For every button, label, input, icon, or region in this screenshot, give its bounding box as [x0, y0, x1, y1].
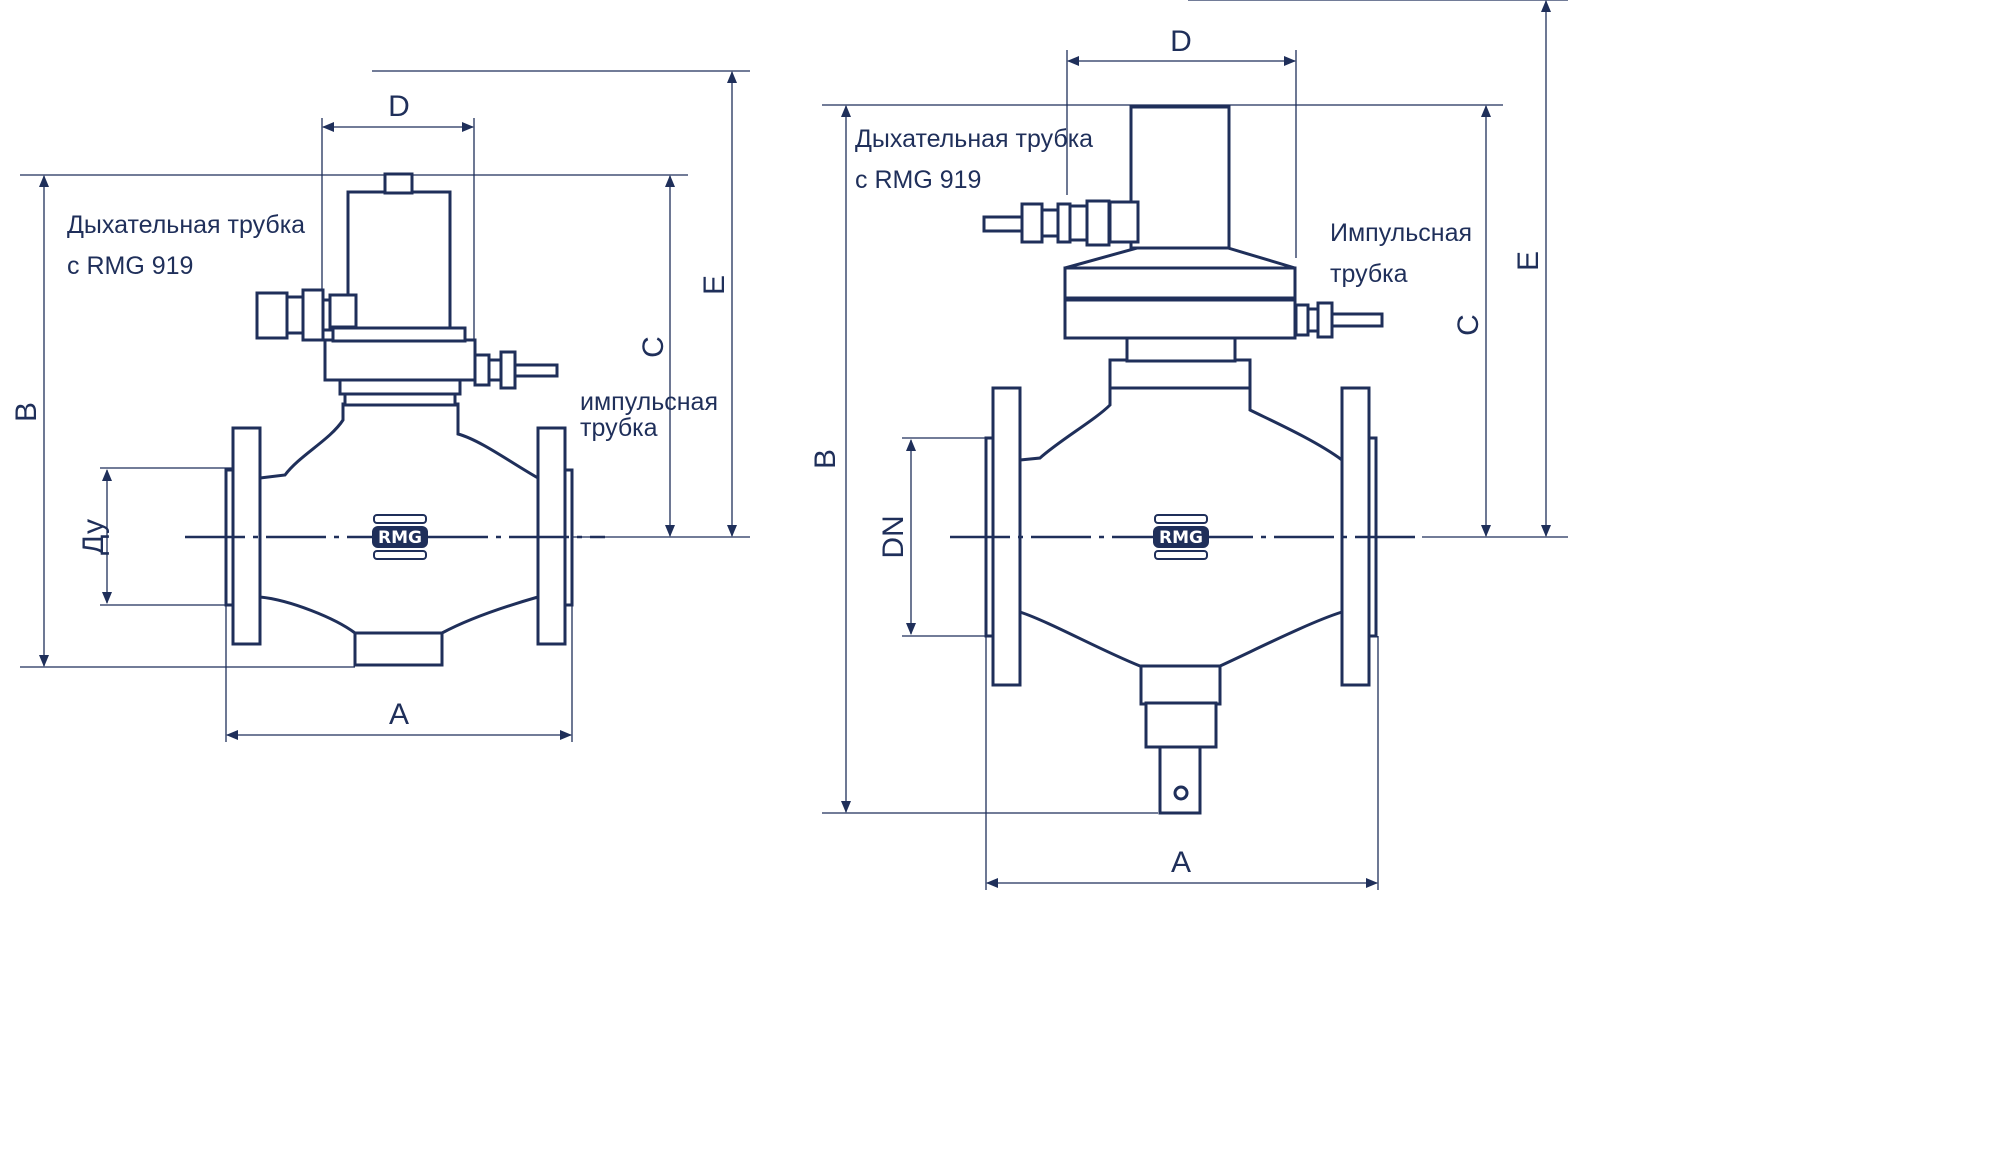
right-dim-b-label: B: [809, 449, 842, 469]
left-dim-c-label: C: [637, 336, 670, 358]
right-logo-text: RMG: [1159, 528, 1203, 548]
right-impulse-note-line1: Импульсная: [1330, 219, 1472, 247]
right-dimension-lines: [841, 0, 1551, 888]
right-dim-nominal-label: DN: [877, 515, 910, 558]
left-dim-b-label: B: [10, 402, 43, 422]
drawing-canvas: RMG D A B Ду C E Дыхательная трубка с RM…: [10, 0, 1568, 890]
left-breather-note-line2: с RMG 919: [67, 252, 193, 280]
right-impulse-note-line2: трубка: [1330, 260, 1408, 288]
right-extension-lines: [822, 0, 1568, 890]
right-valve: RMG D A B DN C E Дыхательная трубка с RM…: [809, 0, 1568, 890]
left-valve-body: [224, 172, 574, 667]
left-rmg-logo: RMG: [372, 514, 428, 560]
right-dim-d-label: D: [1170, 25, 1192, 58]
right-dim-a-label: A: [1171, 846, 1191, 879]
left-dimension-lines: [39, 71, 737, 740]
left-logo-text: RMG: [378, 528, 422, 548]
left-dim-a-label: A: [389, 698, 409, 731]
left-dim-d-label: D: [388, 90, 410, 123]
right-dim-e-label: E: [1512, 251, 1545, 271]
left-breather-note-line1: Дыхательная трубка: [67, 211, 305, 239]
left-impulse-note-line1: импульсная: [580, 388, 718, 416]
right-valve-body: [982, 105, 1384, 815]
left-impulse-note-line2: трубка: [580, 414, 658, 442]
right-breather-note-line1: Дыхательная трубка: [855, 125, 1093, 153]
right-rmg-logo: RMG: [1153, 514, 1209, 560]
left-dim-e-label: E: [698, 275, 731, 295]
left-valve: RMG D A B Ду C E Дыхательная трубка с RM…: [10, 70, 750, 742]
right-dim-c-label: C: [1452, 314, 1485, 336]
right-breather-note-line2: с RMG 919: [855, 166, 981, 194]
left-dim-nominal-label: Ду: [77, 519, 110, 555]
